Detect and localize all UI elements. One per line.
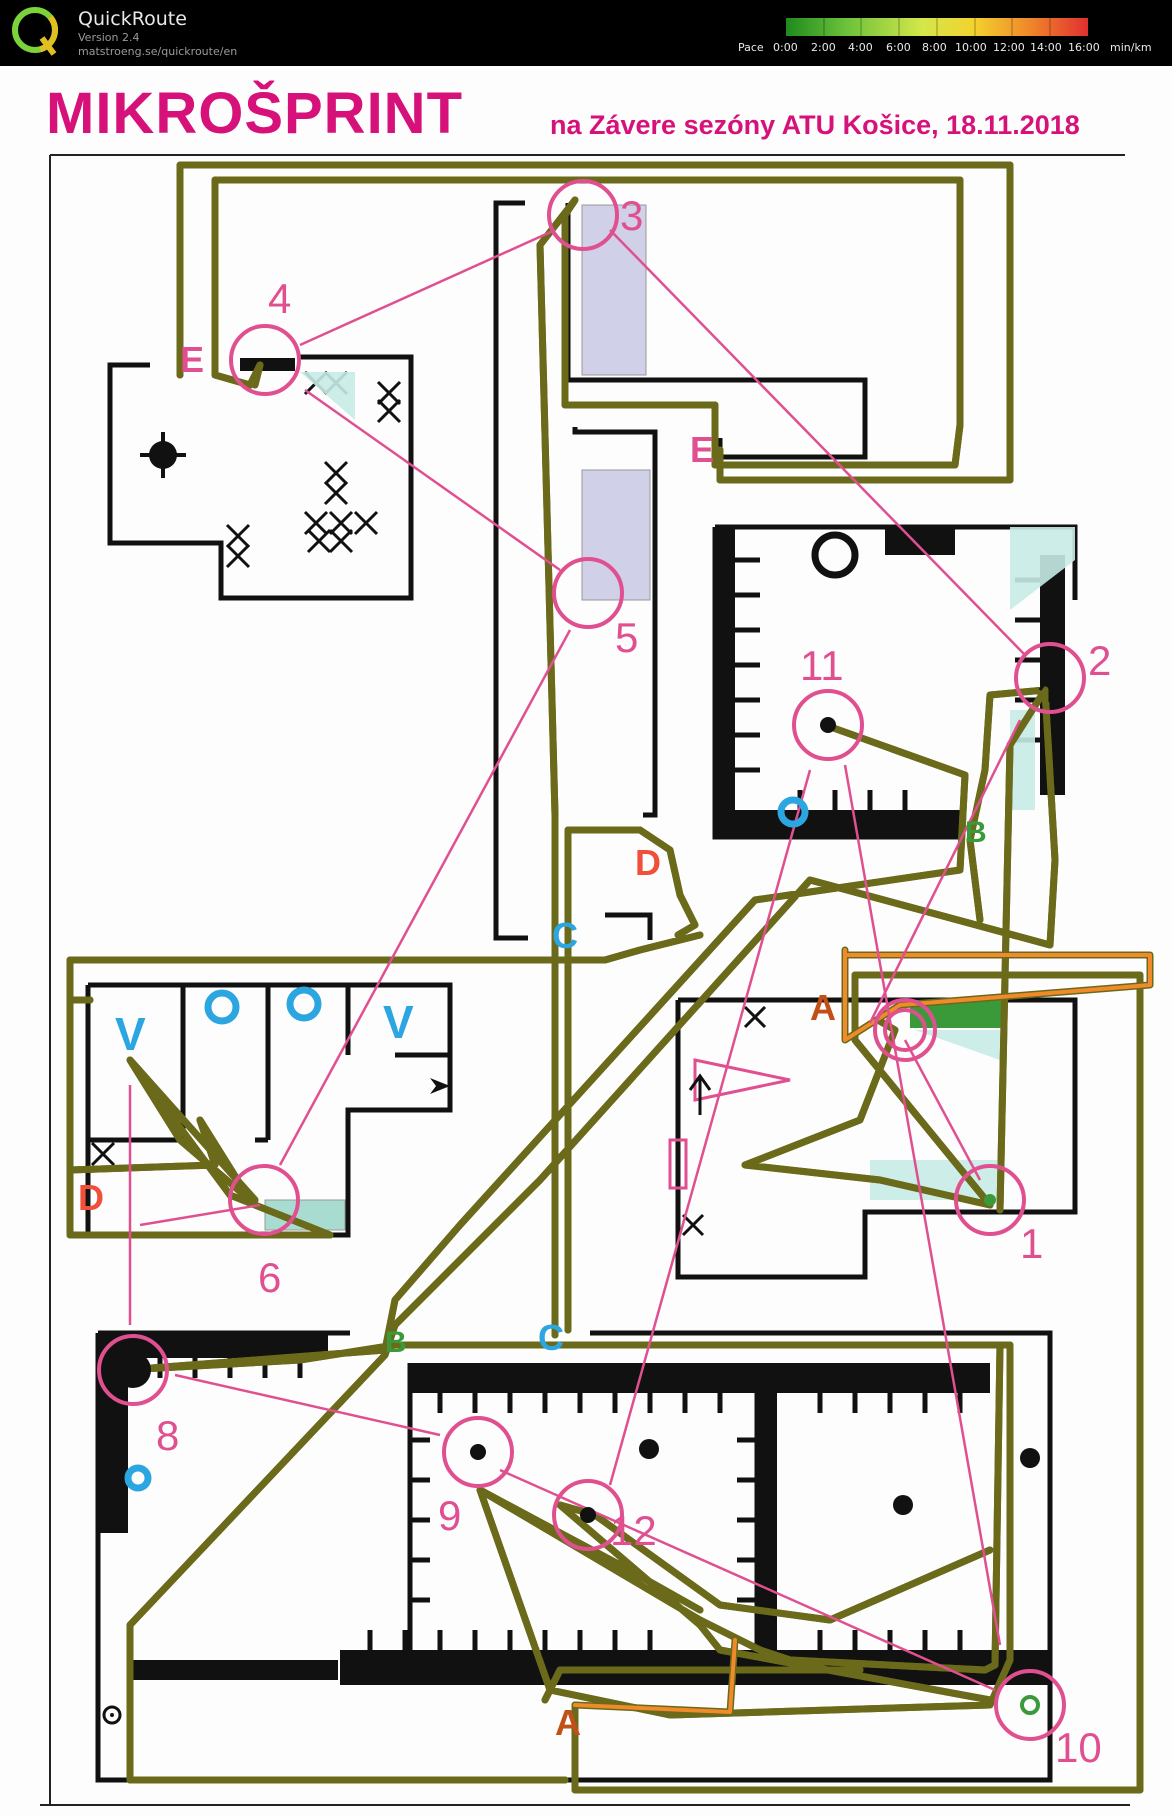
quickroute-logo-icon [12,7,58,56]
control-circle-12 [552,1479,624,1551]
pace-tick: 0:00 [773,41,798,54]
control-number-8: 8 [156,1412,179,1459]
control-number-10: 10 [1055,1724,1102,1771]
letter-d: D [78,1177,104,1218]
control-circle-4 [229,324,301,396]
control-circle-5 [552,557,624,629]
pace-tick: 14:00 [1030,41,1062,54]
map-title: MIKROŠPRINT [46,81,463,146]
control-number-9: 9 [438,1492,461,1539]
control-circle-10 [994,1669,1066,1741]
control-number-1: 1 [1020,1220,1043,1267]
control-number-2: 2 [1088,637,1111,684]
pace-label: Pace [738,41,764,54]
symbol-v: V [115,1008,146,1060]
control-number-5: 5 [615,614,638,661]
pace-tick: 12:00 [993,41,1025,54]
letter-d: D [635,842,661,883]
pace-tick: 10:00 [955,41,987,54]
map-blue-rings [124,796,809,1492]
app-name: QuickRoute [78,8,187,30]
map-letters: E E D D C C B B A A [78,339,987,1743]
map-hatch-areas [300,372,1075,1200]
control-centers [115,673,1062,1715]
letter-a: A [555,1702,581,1743]
letter-b: B [965,816,987,849]
pace-tick: 2:00 [811,41,836,54]
letter-c: C [538,1317,564,1358]
letter-b: B [385,1326,407,1359]
map-subtitle: na Závere sezóny ATU Košice, 18.11.2018 [550,110,1080,140]
control-circle-3 [547,179,619,251]
letter-e: E [180,339,204,380]
arrow-symbol [430,1078,450,1094]
control-number-3: 3 [620,192,643,239]
app-version: Version 2.4 [78,31,140,44]
control-circle-2 [1014,642,1086,714]
control-number-11: 11 [800,642,844,689]
map-blue-symbols: V V [115,996,414,1060]
map-cross-symbols [90,370,767,1237]
control-numbers: 1 2 3 4 5 6 8 9 10 11 12 [156,192,1111,1771]
pace-tick: 16:00 [1068,41,1100,54]
pace-unit: min/km [1110,41,1152,54]
pace-gradient-bar [786,18,1088,36]
start-circle-a [873,998,937,1062]
app-url-link[interactable]: matstroeng.se/quickroute/en [78,45,238,58]
letter-c: C [552,915,578,956]
control-number-6: 6 [258,1254,281,1301]
map-frame [40,154,1130,1806]
letter-e: E [690,429,714,470]
control-number-12: 12 [610,1507,657,1554]
pace-tick: 4:00 [848,41,873,54]
control-circle-8 [97,1334,169,1406]
control-circle-1 [954,1164,1026,1236]
pace-tick: 6:00 [886,41,911,54]
control-number-4: 4 [268,275,291,322]
map-misc-symbols [102,432,1040,1725]
control-circle-6 [228,1164,300,1236]
control-circle-11 [792,689,864,761]
control-circle-9 [442,1416,514,1488]
letter-a: A [810,987,836,1028]
pace-tick: 8:00 [922,41,947,54]
symbol-v: V [383,996,414,1048]
map-comb-teeth [157,557,1040,1650]
gps-route [66,161,1154,1794]
control-circles [97,179,1086,1741]
course-lines [128,228,1026,1692]
app-header: QuickRoute Version 2.4 matstroeng.se/qui… [0,0,1172,66]
